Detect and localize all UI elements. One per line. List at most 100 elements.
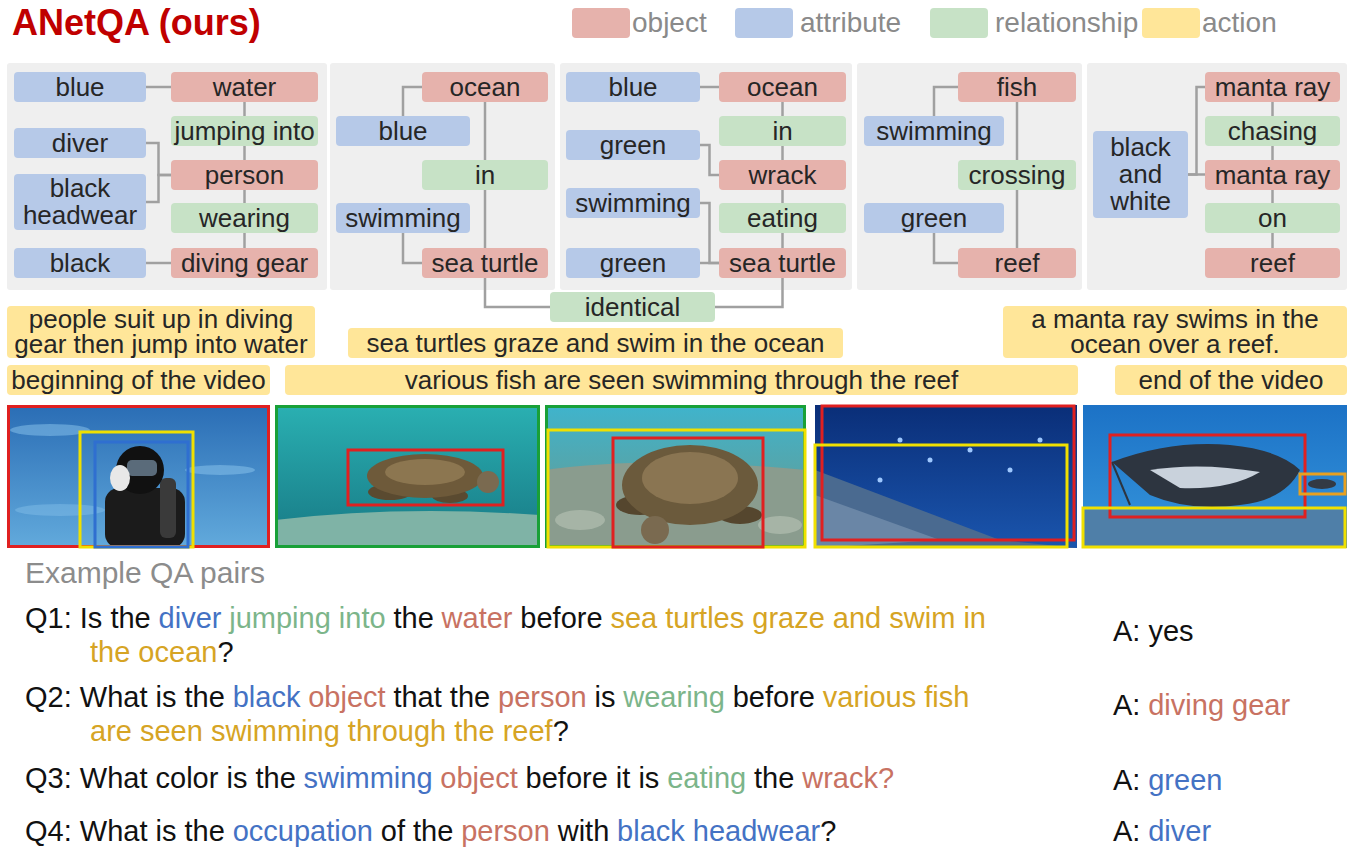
connector — [700, 86, 719, 89]
qa-line: A:diver — [1113, 814, 1348, 848]
connector — [146, 143, 171, 175]
node-label: chasing — [1228, 118, 1318, 145]
qa-text: ? — [553, 715, 569, 747]
connector — [781, 233, 784, 248]
node-label: reef — [1250, 250, 1295, 277]
action-box: various fish are seen swimming through t… — [285, 365, 1078, 395]
connector — [781, 146, 784, 160]
qa-line: Q3: What color is theswimmingobject befor… — [25, 761, 1110, 795]
bounding-box — [547, 407, 805, 547]
qa-text: A: — [1113, 764, 1140, 796]
node-label: end of the video — [1138, 368, 1323, 393]
connector — [243, 102, 246, 116]
qa-text: of the — [381, 815, 454, 847]
connector — [781, 190, 784, 203]
object-box: water — [171, 72, 318, 102]
attribute-box: green — [566, 248, 700, 278]
qa-text: swimming — [304, 762, 433, 794]
relationship-box: eating — [719, 203, 846, 233]
node-label: identical — [585, 294, 680, 321]
node-label: ocean — [747, 74, 818, 101]
qa-text: water — [442, 602, 513, 634]
graph-panel — [330, 63, 555, 290]
graph-panel — [1087, 63, 1347, 290]
object-box: diving gear — [171, 248, 318, 278]
connector — [484, 102, 487, 160]
node-label: water — [213, 74, 277, 101]
node-label: a manta ray swims in the ocean over a re… — [1008, 307, 1342, 357]
qa-text: diver — [1148, 815, 1211, 847]
attribute-box: black — [14, 248, 146, 278]
object-box: sea turtle — [719, 248, 846, 278]
attribute-box: black and white — [1093, 131, 1188, 218]
relationship-box: in — [422, 160, 548, 190]
manta-ray — [1112, 444, 1300, 507]
object-box: manta ray — [1205, 72, 1340, 102]
bounding-box — [613, 438, 763, 547]
bounding-box — [822, 406, 1074, 540]
bounding-box — [1110, 435, 1305, 517]
action-box: sea turtles graze and swim in the ocean — [348, 328, 843, 358]
action-box: people suit up in diving gear then jump … — [7, 306, 315, 358]
graph-panel — [857, 63, 1082, 290]
diver-tank — [160, 478, 176, 538]
bounding-box — [1300, 474, 1345, 494]
fish — [878, 478, 883, 483]
qa-text: person — [498, 681, 587, 713]
water-ripple — [10, 424, 90, 436]
node-label: wrack — [749, 162, 817, 189]
node-label: jumping into — [174, 118, 314, 145]
qa-line: A:green — [1113, 763, 1348, 797]
node-label: sea turtle — [432, 250, 539, 277]
turtle-head — [477, 471, 499, 493]
bounding-box — [548, 430, 805, 547]
connector — [146, 175, 171, 202]
qa-text: object — [440, 762, 517, 794]
legend-swatch — [1142, 8, 1200, 38]
turtle-shell — [385, 459, 465, 485]
connector — [243, 146, 246, 160]
qa-text: eating — [667, 762, 746, 794]
action-box: end of the video — [1115, 365, 1347, 395]
qa-line: Q1: Is thediverjumping intothewaterbefor… — [25, 601, 1000, 669]
section-heading: Example QA pairs — [25, 556, 265, 589]
qa-text: black — [233, 681, 301, 713]
legend-swatch — [572, 8, 630, 38]
node-label: diving gear — [181, 250, 308, 277]
node-label: green — [901, 205, 968, 232]
qa-text: before it is — [526, 762, 660, 794]
qa-text: that the — [393, 681, 490, 713]
qa-text: occupation — [233, 815, 373, 847]
node-label: crossing — [969, 162, 1066, 189]
qa-text: the — [754, 762, 794, 794]
node-label: blue — [55, 74, 104, 101]
video-frame — [275, 405, 540, 548]
node-label: swimming — [575, 190, 691, 217]
attribute-box: blue — [336, 116, 470, 146]
legend-text: object — [632, 5, 707, 41]
attribute-box: swimming — [336, 203, 470, 233]
qa-text: before — [520, 602, 602, 634]
node-label: diver — [52, 130, 108, 157]
qa-text: Q3: What color is the — [25, 762, 296, 794]
node-label: wearing — [199, 205, 290, 232]
graph-panel — [560, 63, 852, 290]
connector — [1271, 233, 1274, 248]
object-box: fish — [958, 72, 1076, 102]
node-label: manta ray — [1215, 162, 1331, 189]
legend-text: relationship — [995, 5, 1138, 41]
qa-line: A: yes — [1113, 614, 1348, 648]
legend-text: attribute — [800, 5, 901, 41]
legend-swatch — [735, 8, 793, 38]
bounding-box — [9, 407, 269, 547]
qa-text: diver — [159, 602, 222, 634]
qa-text: ? — [217, 636, 233, 668]
node-label: swimming — [876, 118, 992, 145]
qa-text: ? — [820, 815, 836, 847]
rock — [758, 516, 802, 534]
qa-text: diving gear — [1148, 689, 1290, 721]
node-label: eating — [747, 205, 818, 232]
attribute-box: blue — [14, 72, 146, 102]
qa-text: the — [393, 602, 433, 634]
manta-ray-tail — [1112, 462, 1130, 505]
